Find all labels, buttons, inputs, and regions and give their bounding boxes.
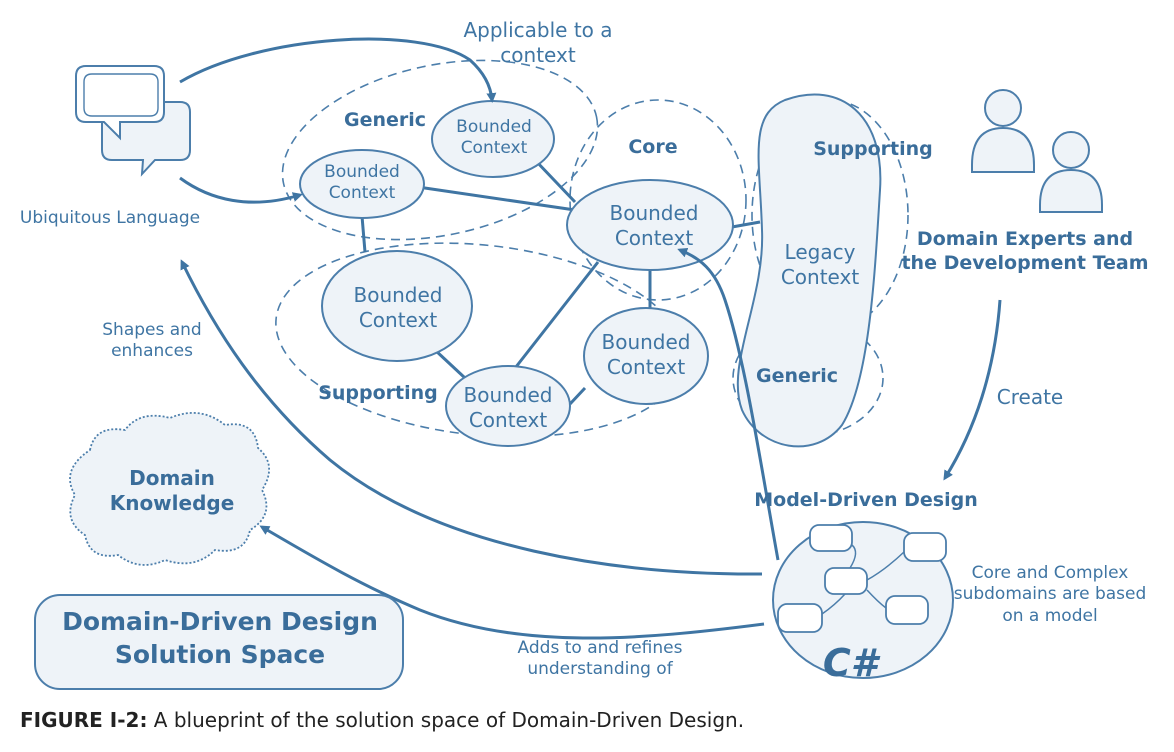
bounded-context-shape-1 bbox=[299, 149, 425, 219]
bounded-context-label-4: Bounded Context bbox=[353, 283, 443, 332]
figure-caption: FIGURE I-2: A blueprint of the solution … bbox=[20, 708, 744, 732]
people-icon bbox=[971, 89, 1103, 213]
bounded-context-shape-3 bbox=[566, 179, 734, 271]
region-label-generic-right: Generic bbox=[755, 365, 839, 387]
create-label: Create bbox=[996, 385, 1064, 409]
domain-knowledge-cloud bbox=[69, 411, 270, 566]
bounded-context-label-6: Bounded Context bbox=[463, 383, 553, 432]
bounded-context-label-2: Bounded Context bbox=[456, 117, 532, 159]
bounded-context-label-5: Bounded Context bbox=[601, 330, 691, 379]
generic-top-region bbox=[281, 59, 599, 241]
region-label-supporting-right: Supporting bbox=[813, 138, 933, 160]
region-label-supporting-left: Supporting bbox=[318, 382, 438, 404]
region-label-core: Core bbox=[628, 136, 678, 158]
bounded-context-shape-6 bbox=[445, 365, 571, 447]
domain-experts-label: Domain Experts and the Development Team bbox=[901, 228, 1149, 274]
bounded-context-shape-4 bbox=[321, 250, 473, 362]
shapes-enhances-label: Shapes and enhances bbox=[102, 320, 202, 362]
legacy-context-shape bbox=[736, 93, 882, 448]
figure-caption-text: A blueprint of the solution space of Dom… bbox=[147, 708, 745, 732]
core-region bbox=[569, 99, 747, 301]
core-complex-label: Core and Complex subdomains are based on… bbox=[953, 563, 1147, 626]
csharp-label: C# bbox=[822, 641, 878, 685]
model-circle bbox=[772, 521, 954, 679]
bounded-context-label-1: Bounded Context bbox=[324, 162, 400, 204]
legacy-context-label: Legacy Context bbox=[780, 240, 860, 289]
bounded-context-shape-5 bbox=[583, 307, 709, 405]
applicable-label: Applicable to a context bbox=[463, 18, 613, 67]
ubiquitous-language-label: Ubiquitous Language bbox=[19, 208, 201, 228]
figure-caption-label: FIGURE I-2: bbox=[20, 708, 148, 732]
region-label-generic-top: Generic bbox=[343, 109, 427, 131]
title-box-text: Domain-Driven Design Solution Space bbox=[62, 607, 378, 669]
model-driven-design-label: Model-Driven Design bbox=[754, 489, 978, 511]
speech-bubbles-icon bbox=[75, 65, 191, 177]
model-nodes bbox=[777, 524, 947, 633]
bounded-context-label-3: Bounded Context bbox=[609, 201, 699, 250]
adds-to-label: Adds to and refines understanding of bbox=[517, 638, 683, 680]
generic-right-region bbox=[732, 319, 884, 437]
domain-knowledge-label: Domain Knowledge bbox=[109, 466, 235, 515]
title-box bbox=[34, 594, 404, 690]
